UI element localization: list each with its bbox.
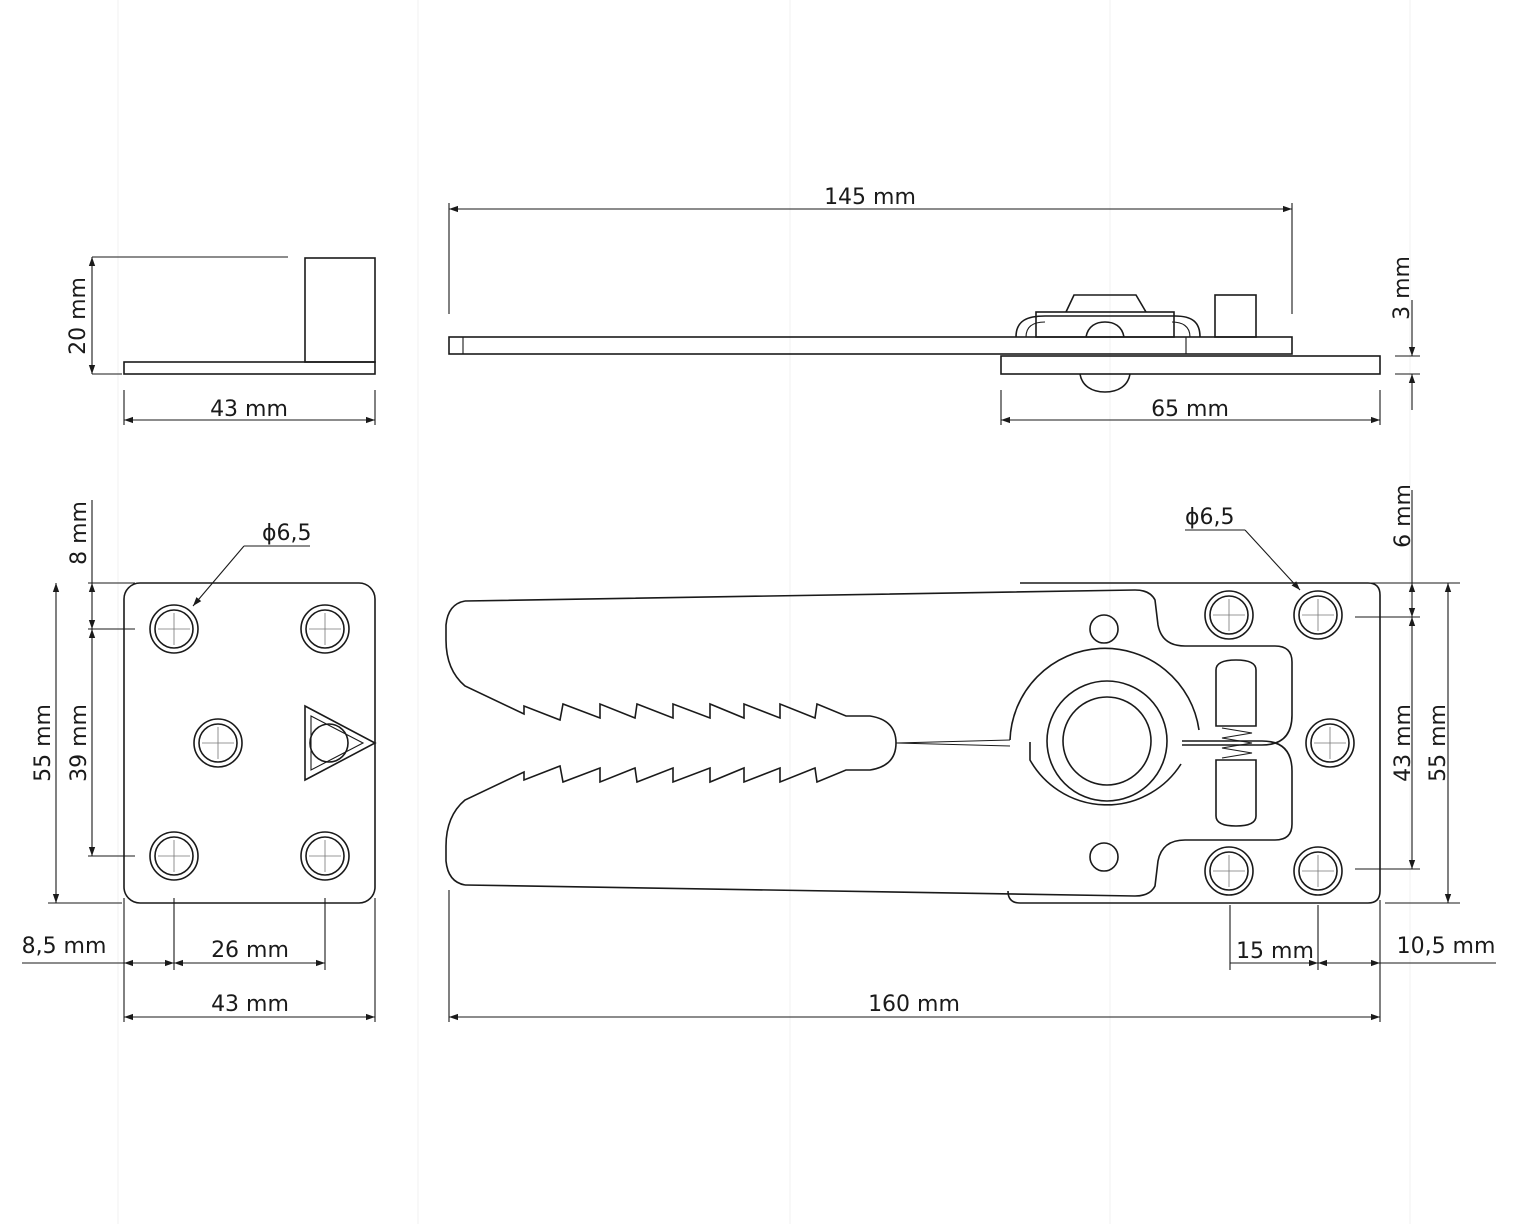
dim-hole-dia-left: ϕ6,5	[262, 521, 312, 546]
hole-r-center	[1305, 718, 1355, 768]
dim-hole-span-right: 43 mm	[1391, 704, 1416, 782]
plan-view-left: ϕ6,5 8 mm 39 mm 55 mm 8,5 mm 26 mm 43 mm	[22, 500, 377, 1022]
hole-top-right	[300, 604, 350, 654]
dim-hole-dia-right: ϕ6,5	[1185, 505, 1235, 530]
dim-bottom-plate-length: 65 mm	[1151, 397, 1229, 422]
side-view-right: 145 mm 65 mm 3 mm	[448, 185, 1420, 425]
hole-r-top-inner	[1204, 590, 1254, 640]
dim-hole-pitch-left: 26 mm	[211, 938, 289, 963]
dim-top-margin-left: 8 mm	[67, 501, 92, 565]
hole-bottom-right	[300, 831, 350, 881]
plan-view-right: ϕ6,5 6 mm 43 mm 55 mm 15 mm 10,5 mm 160 …	[445, 484, 1496, 1022]
hole-r-bottom-inner	[1204, 846, 1254, 896]
dim-height-left-outer: 55 mm	[31, 704, 56, 782]
side-view-left: 20 mm 43 mm	[66, 256, 376, 425]
dim-top-plate-length: 145 mm	[824, 185, 916, 210]
hole-r-bottom-outer	[1293, 846, 1343, 896]
dim-side-thickness: 3 mm	[1390, 256, 1415, 320]
background-guides	[117, 0, 1411, 1224]
dim-left-edge-offset: 8,5 mm	[22, 934, 107, 959]
hole-top-left	[149, 604, 199, 654]
dim-top-margin-right: 6 mm	[1391, 484, 1416, 548]
hole-center	[193, 718, 243, 768]
hole-bottom-left	[149, 831, 199, 881]
triangle-marker-icon	[304, 704, 377, 782]
dim-right-edge-offset: 10,5 mm	[1397, 934, 1496, 959]
dim-hole-pitch-right: 15 mm	[1236, 939, 1314, 964]
dim-hole-span-left: 39 mm	[67, 704, 92, 782]
dim-total-length: 160 mm	[868, 992, 960, 1017]
dim-side-width: 43 mm	[210, 397, 288, 422]
dim-plate-width-left: 43 mm	[211, 992, 289, 1017]
hole-r-top-outer	[1293, 590, 1343, 640]
dim-side-height: 20 mm	[66, 277, 91, 355]
dim-height-right-outer: 55 mm	[1426, 704, 1451, 782]
